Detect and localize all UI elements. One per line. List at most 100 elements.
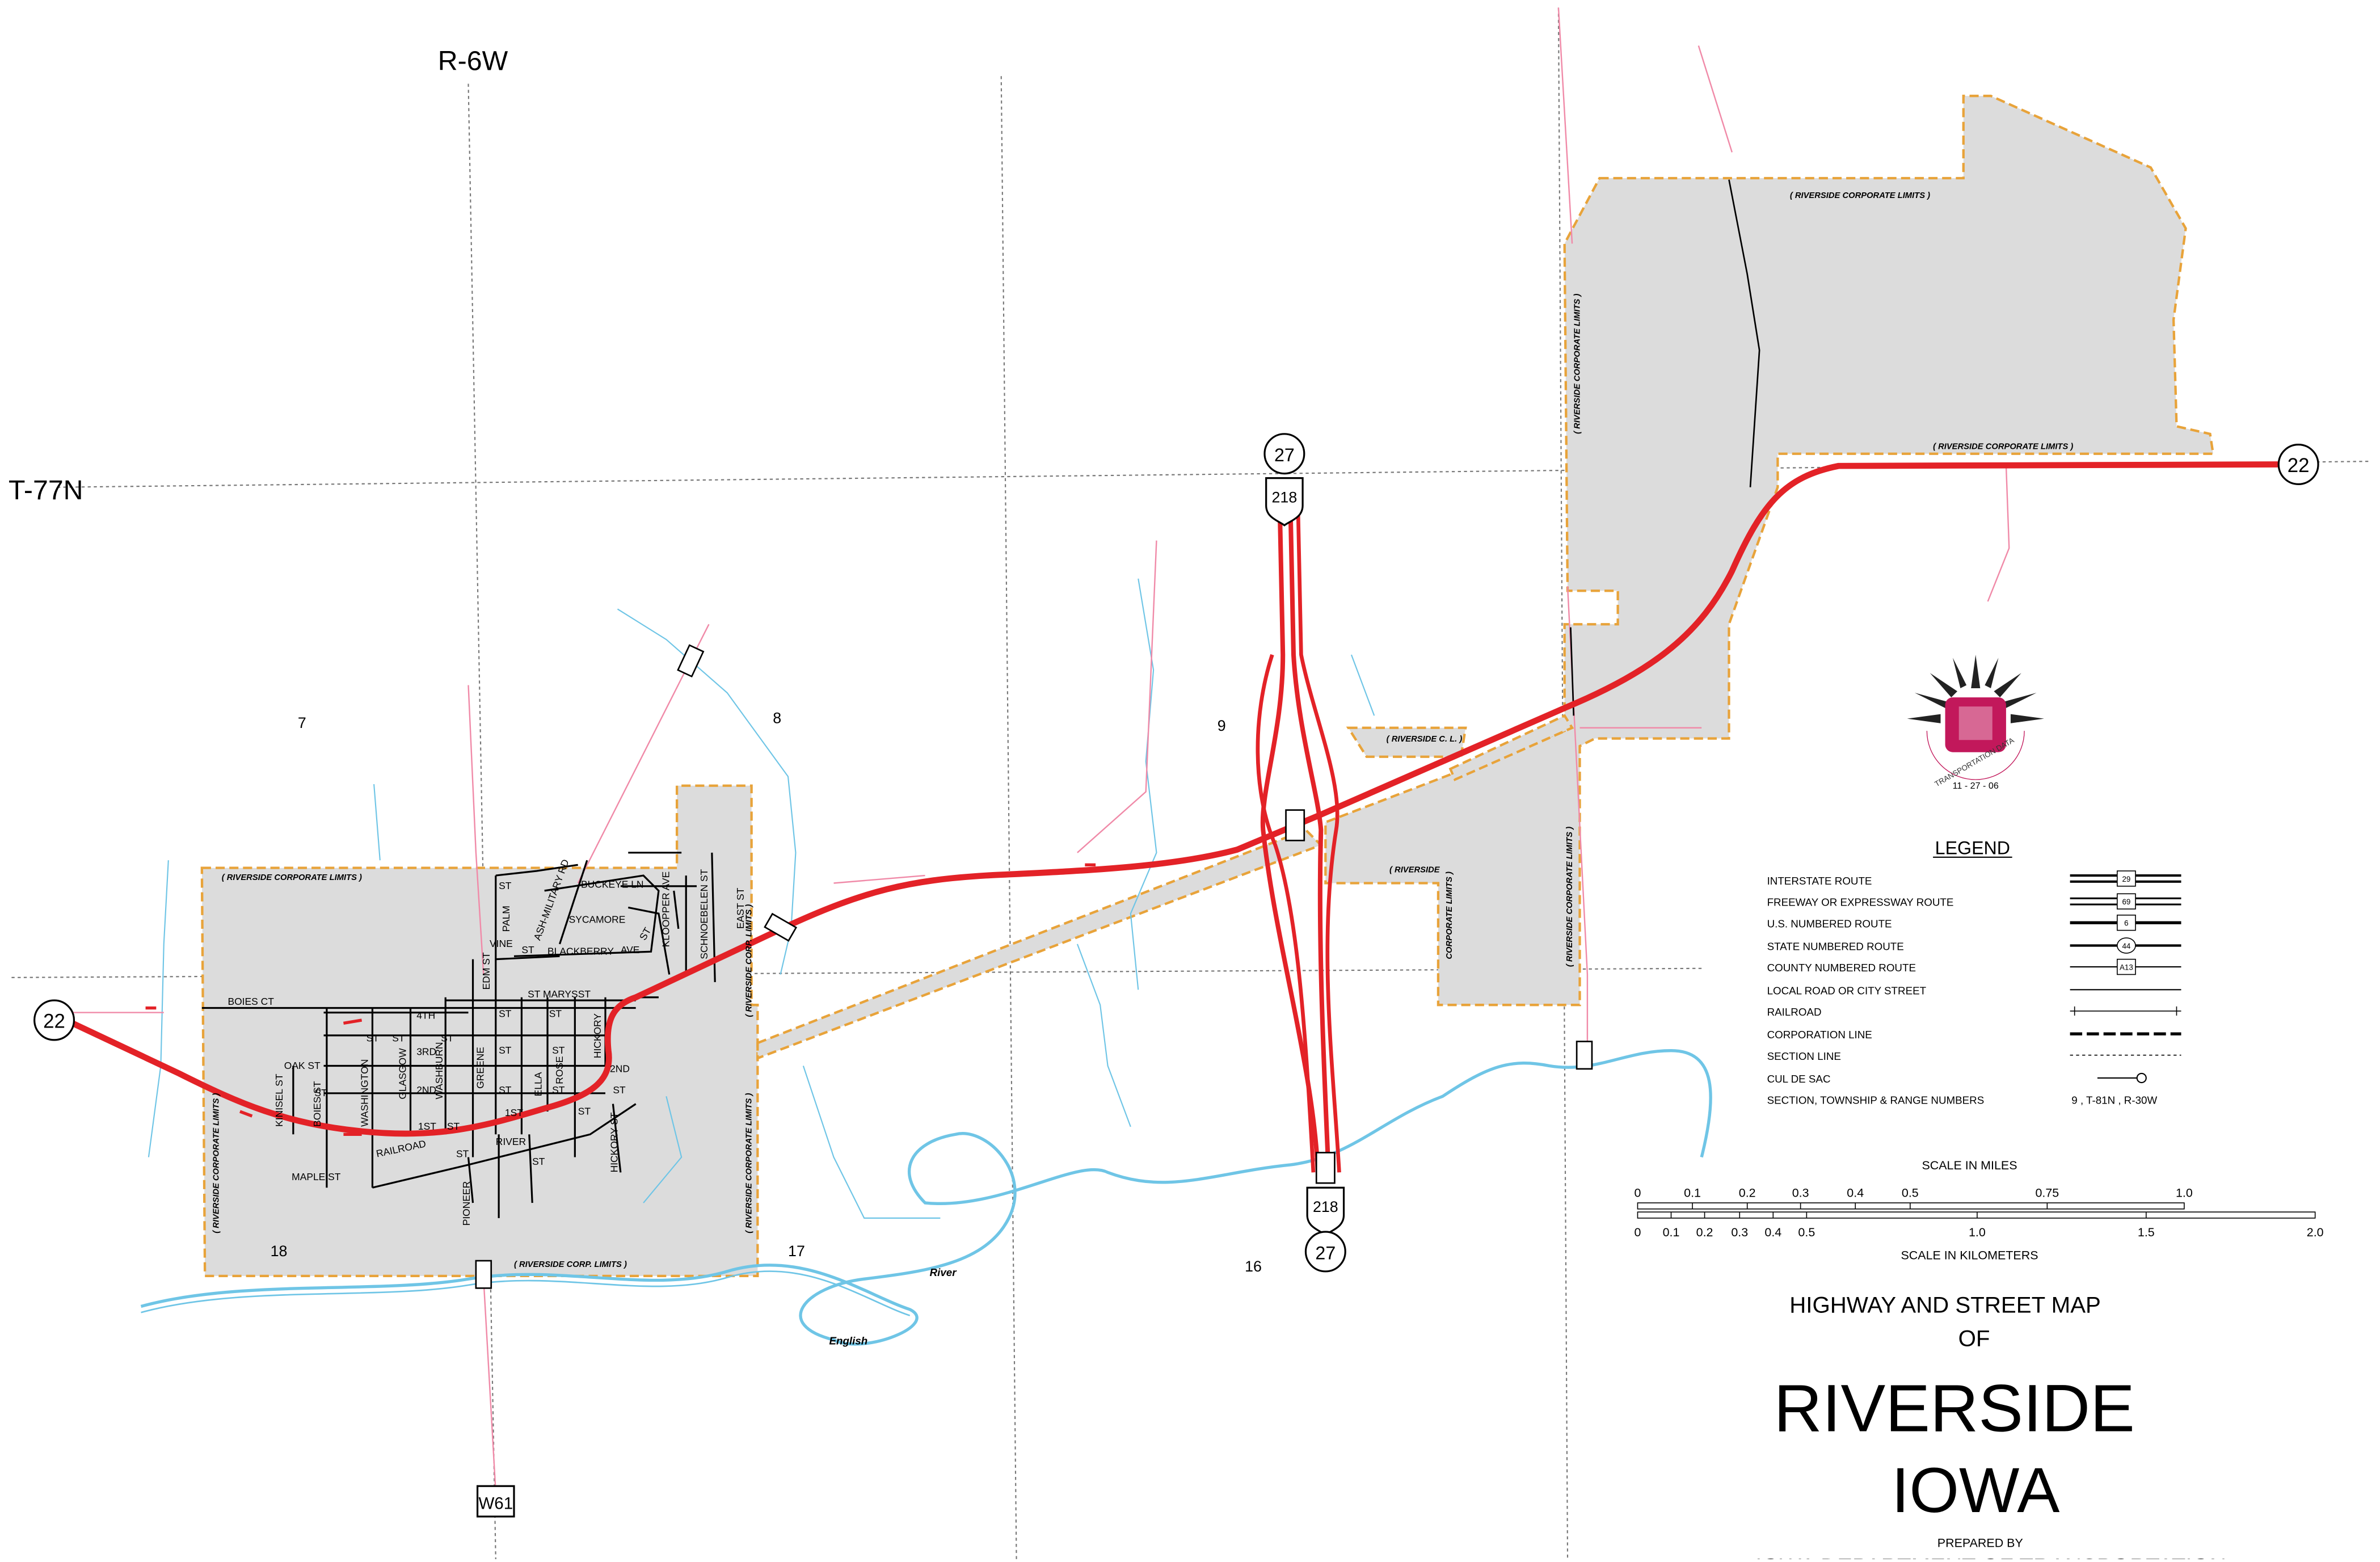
legend-item: STATE NUMBERED ROUTE	[1767, 941, 1904, 953]
street-label: KLOOPPER AVE	[660, 871, 672, 947]
street-label: WASHINGTON	[359, 1059, 370, 1127]
legend-shield-value: 44	[2122, 942, 2130, 950]
legend-item: INTERSTATE ROUTE	[1767, 875, 1872, 887]
street-label: BOIES ST	[311, 1081, 323, 1127]
street-label: HICKORY	[592, 1013, 603, 1059]
street-label: ST	[578, 1105, 591, 1117]
title-department: IOWA DEPARTMENT OF TRANSPORTATION	[1755, 1554, 2226, 1559]
street-label: ST	[314, 1087, 327, 1098]
river-label: River	[930, 1266, 958, 1278]
miles-tick: 0.3	[1792, 1186, 1809, 1199]
street-label: BOIES CT	[228, 996, 274, 1007]
corporate-area-west	[200, 784, 759, 1277]
bridge-markers	[145, 644, 1593, 1289]
river-label: English	[829, 1335, 867, 1347]
township-label: T-77N	[9, 475, 83, 506]
street-label: ROSE	[554, 1056, 565, 1084]
street-label: ST	[552, 1045, 565, 1056]
street-label: ST	[613, 1084, 626, 1096]
street-label: ST	[447, 1121, 460, 1132]
km-tick: 2.0	[2307, 1226, 2324, 1239]
street-label: SYCAMORE	[569, 913, 626, 925]
svg-text:218: 218	[1313, 1198, 1338, 1215]
svg-text:W61: W61	[478, 1494, 513, 1513]
street-label: 2ND	[416, 1084, 436, 1096]
section-number: 7	[298, 714, 306, 731]
legend-shield-value: A13	[2120, 963, 2133, 971]
title-prepared-by: PREPARED BY	[1937, 1536, 2023, 1550]
us-218-shield-south: 218	[1306, 1186, 1345, 1236]
street-label: ST	[499, 1045, 512, 1056]
street-label: 1ST	[505, 1107, 523, 1118]
us-27-shield-north: 27	[1263, 433, 1305, 475]
street-label: ST	[521, 944, 534, 955]
range-label: R-6W	[438, 45, 508, 76]
street-label: EDM ST	[481, 952, 492, 990]
title-state: IOWA	[1892, 1454, 2059, 1526]
street-label: WASHBURN	[433, 1042, 445, 1099]
corp-label: ( RIVERSIDE CORP. LIMITS )	[514, 1260, 627, 1269]
street-label: MAPLE ST	[292, 1171, 341, 1182]
street-label: GREENE	[474, 1047, 486, 1089]
km-tick: 0.2	[1696, 1226, 1713, 1239]
miles-tick: 0.4	[1847, 1186, 1864, 1199]
title-city: RIVERSIDE	[1774, 1371, 2134, 1446]
street-label: SCHNOEBELEN ST	[698, 869, 710, 959]
km-tick: 0.1	[1663, 1226, 1680, 1239]
street-label: ST	[499, 880, 512, 891]
logo-date: 11 - 27 - 06	[1953, 781, 1999, 791]
street-label: BUCKEYE LN	[581, 879, 643, 890]
svg-text:22: 22	[43, 1010, 65, 1032]
us-27-shield-south: 27	[1304, 1231, 1346, 1273]
miles-tick: 0	[1635, 1186, 1641, 1199]
legend-example-numbers: 9 , T-81N , R-30W	[2071, 1094, 2157, 1106]
street-label: ST	[456, 1148, 469, 1160]
corp-label: ( RIVERSIDE CORPORATE LIMITS )	[1565, 827, 1574, 967]
street-label: 2ND	[610, 1063, 630, 1074]
legend-item: FREEWAY OR EXPRESSWAY ROUTE	[1767, 896, 1954, 908]
section-number: 17	[788, 1243, 805, 1260]
legend-shield-value: 69	[2122, 898, 2130, 906]
route-shields: 22 22 27 218 218 27 W61	[33, 433, 2319, 1518]
street-label: ST	[392, 1033, 405, 1044]
km-ticks: 0 0.1 0.2 0.3 0.4 0.5 1.0 1.5 2.0	[1635, 1226, 2324, 1239]
miles-ticks: 0 0.1 0.2 0.3 0.4 0.5 0.75 1.0	[1635, 1186, 2193, 1199]
railroad-lines	[72, 7, 2010, 1492]
street-label: VINE	[490, 938, 513, 949]
state-highway-22	[69, 461, 2280, 1137]
corp-label: ( RIVERSIDE CORP. LIMITS )	[745, 904, 754, 1017]
english-river	[140, 1049, 1712, 1346]
river-labels: River English	[829, 1266, 957, 1347]
us-218-shield-north: 218	[1265, 477, 1304, 527]
compass-rays	[1907, 654, 2044, 723]
svg-text:27: 27	[1274, 445, 1295, 465]
legend-items: INTERSTATE ROUTE FREEWAY OR EXPRESSWAY R…	[1767, 875, 1985, 1106]
street-label: ST	[549, 1008, 562, 1020]
corp-label: ( RIVERSIDE CORPORATE LIMITS )	[212, 1093, 221, 1233]
street-label: ST	[499, 1008, 512, 1020]
scale-bars: SCALE IN MILES 0 0.1 0.2 0.3 0.4 0.5 0.7…	[1635, 1159, 2324, 1262]
street-label: ELLA	[532, 1072, 544, 1096]
scale-bar-shapes	[1637, 1202, 2316, 1219]
miles-tick: 0.1	[1684, 1186, 1701, 1199]
section-number: 8	[773, 710, 781, 727]
street-label: ST	[578, 988, 591, 1000]
legend-item: U.S. NUMBERED ROUTE	[1767, 917, 1892, 929]
street-label: ST MARYS	[528, 988, 578, 1000]
corporate-area-east-main	[1324, 94, 2215, 1007]
street-label: ST	[499, 1084, 512, 1096]
street-label: PALM	[500, 906, 512, 932]
legend-shields: 29 69 6 44 A13	[2117, 870, 2136, 975]
street-label: AVE	[621, 944, 640, 955]
street-label: HICKORY ST	[608, 1112, 620, 1172]
km-tick: 0.4	[1764, 1226, 1781, 1239]
street-label: EAST ST	[735, 887, 746, 929]
east-local-roads	[1570, 179, 1760, 716]
corp-label: ( RIVERSIDE CORPORATE LIMITS )	[745, 1093, 754, 1233]
miles-tick: 0.2	[1739, 1186, 1756, 1199]
section-number: 16	[1245, 1258, 1262, 1275]
legend-item: SECTION LINE	[1767, 1050, 1841, 1062]
corp-label: ( RIVERSIDE	[1389, 866, 1440, 875]
legend-item: COUNTY NUMBERED ROUTE	[1767, 962, 1916, 974]
